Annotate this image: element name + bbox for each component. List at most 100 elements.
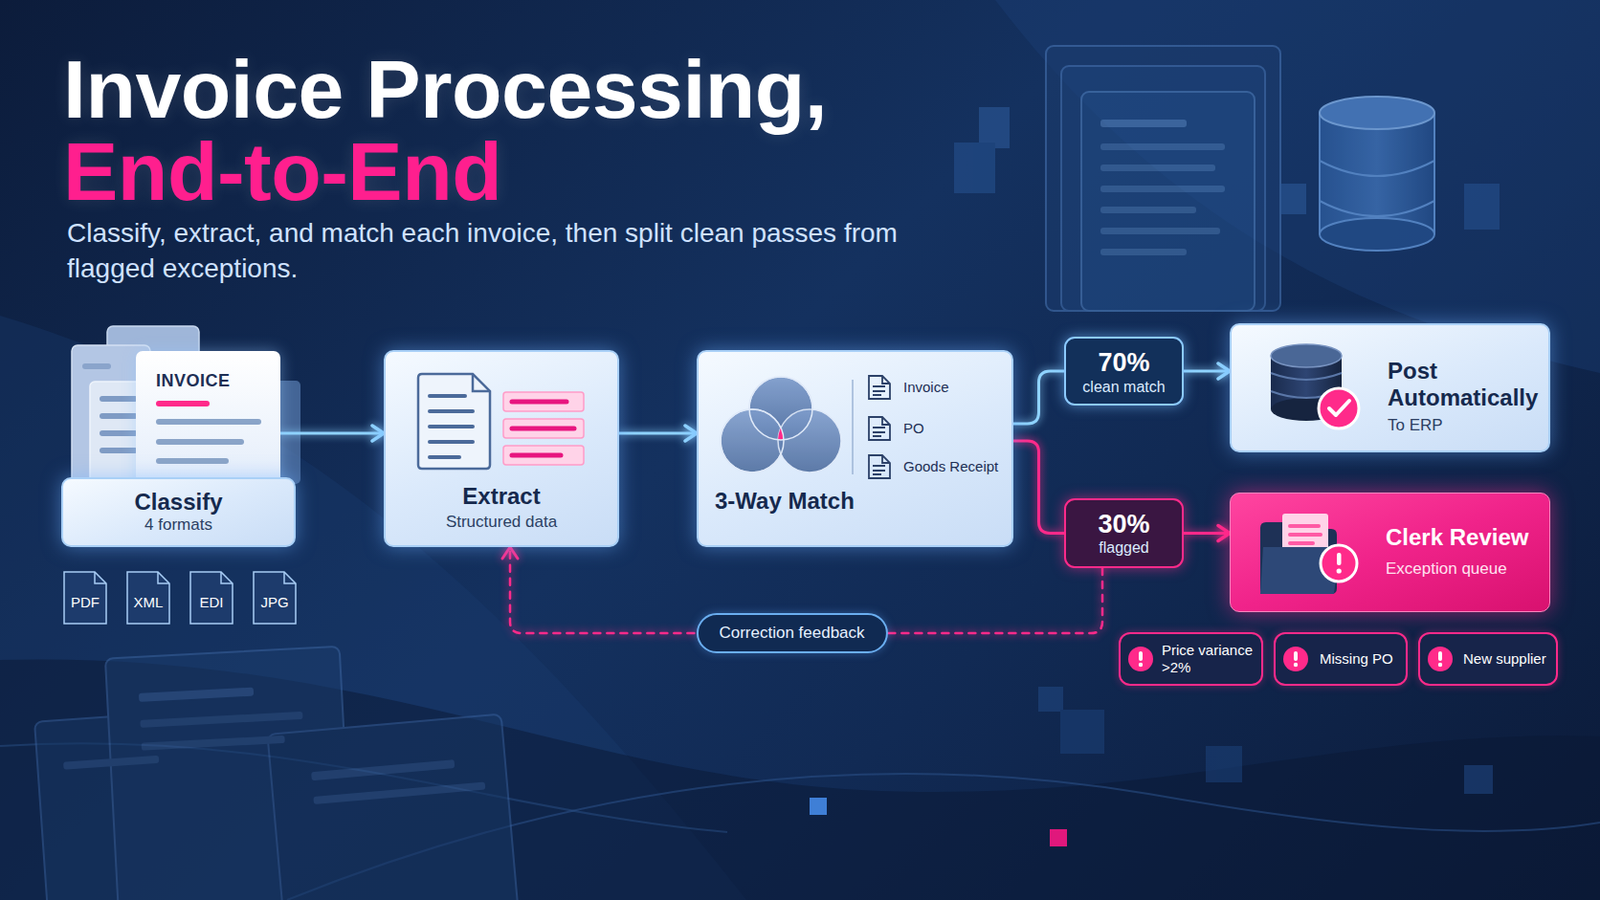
document-stack-art	[1100, 143, 1225, 151]
background-sweep	[995, 0, 1600, 374]
diagram-caption: Classify, extract, and match each invoic…	[66, 215, 957, 287]
rate-badge: 30%flagged	[1064, 498, 1184, 569]
connector-line	[1183, 532, 1230, 535]
node-text: flagged	[1066, 538, 1182, 558]
file-outline	[64, 572, 107, 624]
faint-document-art	[34, 706, 283, 900]
accent-square	[1049, 829, 1067, 847]
database-art	[1319, 200, 1435, 217]
floating-square	[978, 107, 1010, 149]
node-text: New supplier	[1463, 650, 1559, 668]
connector	[280, 425, 384, 442]
background-sweep	[0, 315, 747, 900]
node-text: To ERP	[1387, 415, 1541, 437]
node-text: clean match	[1066, 377, 1182, 398]
invoice-back-pages	[99, 413, 138, 420]
outcome-box: Post AutomaticallyTo ERP	[1229, 323, 1551, 453]
node-text: 30%	[1066, 510, 1182, 539]
database-art	[1319, 96, 1435, 251]
node-text: Extract	[385, 483, 618, 511]
process-box: 3-Way Match	[696, 350, 1014, 548]
faint-document-art	[266, 714, 519, 900]
node-text: XML	[126, 594, 171, 612]
connector-line	[1013, 371, 1065, 424]
invoice-back-pages	[82, 363, 112, 370]
document-stack-art	[1100, 164, 1216, 172]
database-art	[1319, 112, 1435, 235]
file-format-tile: XML	[126, 571, 171, 625]
diagram-title: Invoice Processing, End-to-End	[63, 47, 887, 213]
file-format-tile: PDF	[63, 571, 108, 625]
arrow-head	[685, 425, 697, 442]
node-text: Price variance >2%	[1161, 642, 1258, 677]
faint-document-art	[139, 711, 303, 729]
node-text: 70%	[1066, 348, 1182, 378]
faint-document-art	[312, 781, 486, 805]
file-outline	[127, 572, 170, 624]
document-stack-art	[1100, 206, 1197, 214]
node-text: Clerk Review	[1385, 524, 1549, 552]
file-fold	[94, 572, 107, 584]
process-box: Classify4 formats	[61, 477, 296, 548]
connector	[1013, 441, 1065, 534]
edge-label: Correction feedback	[695, 613, 888, 654]
file-outline	[190, 572, 233, 624]
arrow-head	[372, 425, 384, 442]
rate-badge: 70%clean match	[1064, 336, 1184, 406]
arrow-head	[1218, 363, 1230, 379]
faint-document-art	[138, 688, 254, 703]
invoice-back-pages	[99, 396, 138, 402]
exception-flag: Missing PO	[1273, 632, 1408, 687]
file-format-tile: EDI	[189, 571, 234, 625]
node-text: PDF	[63, 594, 108, 612]
file-fold	[157, 572, 170, 584]
node-text: Structured data	[385, 511, 618, 534]
document-stack-art	[1100, 248, 1187, 256]
background-sweep	[287, 774, 1600, 900]
floating-square	[1280, 183, 1307, 215]
node-text: 4 formats	[63, 514, 294, 536]
document-stack-art	[1100, 227, 1221, 235]
accent-square	[809, 798, 1067, 847]
floating-square	[1038, 687, 1064, 712]
floating-square	[1464, 183, 1500, 230]
connector-line	[619, 432, 697, 436]
database-art	[1319, 218, 1435, 251]
exception-box: Clerk ReviewException queue	[1229, 492, 1551, 613]
connector-line	[280, 432, 384, 436]
arrow-head	[1218, 526, 1230, 542]
file-fold	[221, 572, 233, 584]
node-text: 3-Way Match	[714, 488, 916, 515]
node-text: Missing PO	[1319, 650, 1411, 668]
node-text: Classify	[63, 488, 294, 516]
floating-square	[1205, 746, 1243, 783]
faint-document-art	[311, 759, 455, 781]
database-art	[1319, 96, 1435, 130]
document-stack-art	[1081, 91, 1255, 312]
node-text: JPG	[252, 594, 297, 612]
faint-document-art	[105, 646, 354, 900]
item-label: Goods Receipt	[903, 458, 999, 476]
floating-square	[1060, 710, 1105, 755]
connector	[1183, 526, 1230, 542]
floating-square	[954, 142, 996, 194]
file-format-tile: JPG	[252, 571, 297, 625]
invoice-back-pages	[99, 430, 138, 437]
connector	[1013, 371, 1065, 424]
connector	[619, 425, 697, 442]
item-label: PO	[903, 420, 925, 438]
process-box: ExtractStructured data	[383, 350, 620, 548]
connector-line	[1013, 441, 1065, 534]
faint-document-art	[63, 755, 159, 771]
faint-document-art	[34, 646, 519, 900]
connector-line	[1183, 370, 1230, 374]
invoice-document: INVOICE	[135, 351, 281, 495]
invoice-back-pages	[99, 447, 138, 454]
document-stack-art	[1045, 45, 1281, 312]
document-stack-art	[1045, 45, 1281, 312]
database-art	[1319, 112, 1435, 235]
background-sweep	[0, 659, 1600, 900]
file-fold	[284, 572, 296, 584]
floating-square	[1464, 765, 1493, 795]
